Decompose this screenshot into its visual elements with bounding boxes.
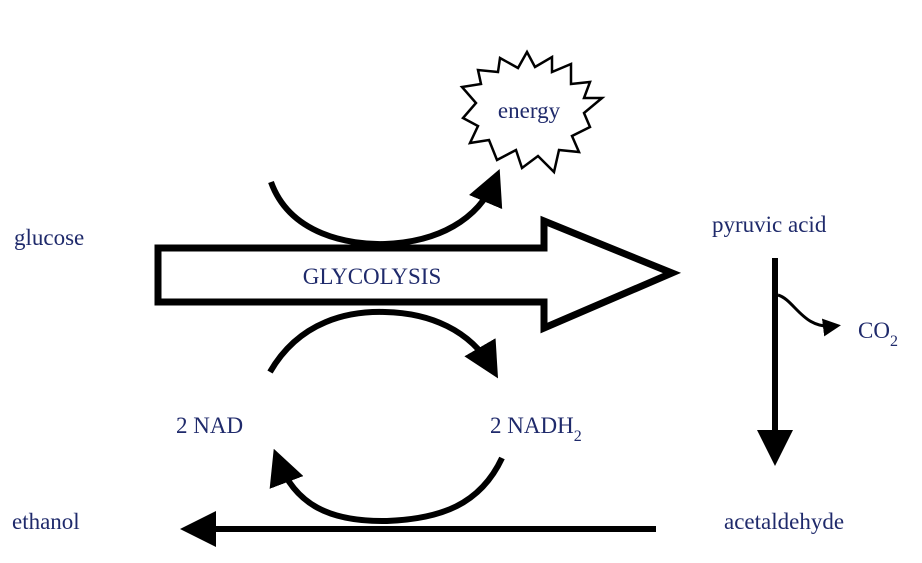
acetaldehyde-label: acetaldehyde <box>724 509 844 534</box>
nad-reduction-arrow <box>267 308 499 379</box>
energy-starburst-icon <box>459 49 606 175</box>
nadh2-label: 2 NADH2 <box>490 413 582 445</box>
glucose-label: glucose <box>14 225 84 250</box>
energy-release-arrow <box>268 168 503 248</box>
ethanol-label: ethanol <box>12 509 80 534</box>
nadh2-oxidation-arrow <box>269 448 505 525</box>
co2-release-arrow <box>777 293 841 337</box>
glycolysis-label: GLYCOLYSIS <box>303 264 442 289</box>
energy-label: energy <box>498 98 561 123</box>
nad-label: 2 NAD <box>176 413 243 438</box>
co2-label: CO2 <box>858 318 898 350</box>
glycolysis-arrow <box>154 215 682 334</box>
pyruvic-acid-label: pyruvic acid <box>712 212 827 237</box>
